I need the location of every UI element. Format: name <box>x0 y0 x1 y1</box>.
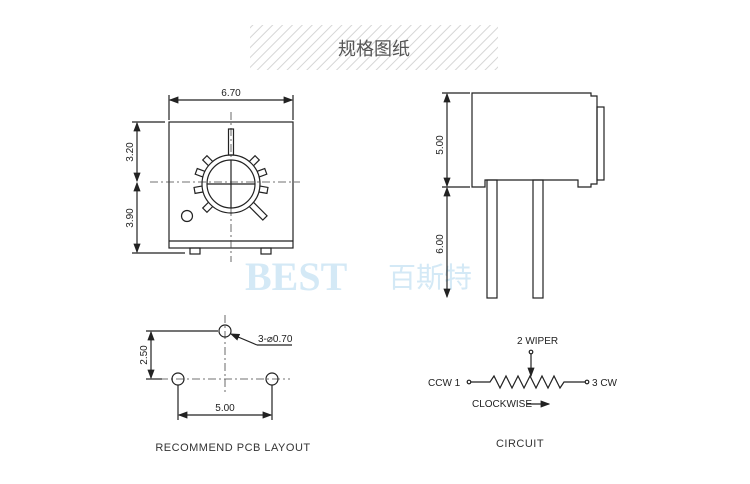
body-dim-label: 5.00 <box>435 135 446 155</box>
side-view: 5.00 6.00 <box>435 92 605 299</box>
pin2-label: 2 WIPER <box>517 336 558 347</box>
header-banner: 规格图纸 <box>250 25 498 70</box>
circuit: CCW 1 2 WIPER 3 CW CLOCKWISE CIRCUIT <box>428 336 618 450</box>
circuit-caption: CIRCUIT <box>496 438 544 450</box>
hole-note: 3-⌀0.70 <box>258 334 293 345</box>
pitch-h-label: 5.00 <box>215 403 235 414</box>
upper-dim-label: 3.20 <box>125 142 136 162</box>
pcb-layout: 2.50 5.00 3-⌀0.70 RECOMMEND PCB LAYOUT <box>139 315 310 454</box>
width-dim-label: 6.70 <box>221 88 241 99</box>
resistor-symbol <box>471 374 585 390</box>
page-title: 规格图纸 <box>338 39 410 60</box>
watermark: BEST 百斯特 <box>245 254 472 299</box>
direction-label: CLOCKWISE <box>472 399 532 410</box>
front-view: 6.70 3.20 3.90 <box>125 88 300 262</box>
lower-dim-label: 3.90 <box>125 208 136 228</box>
pin-dim-label: 6.00 <box>435 234 446 254</box>
watermark-cjk: 百斯特 <box>388 261 472 294</box>
watermark-latin: BEST <box>245 254 348 299</box>
pin1-label: CCW 1 <box>428 378 461 389</box>
pin3-label: 3 CW <box>592 378 618 389</box>
pcb-caption: RECOMMEND PCB LAYOUT <box>155 442 310 454</box>
pitch-v-label: 2.50 <box>139 345 150 365</box>
adjuster-gear-icon <box>193 128 269 221</box>
